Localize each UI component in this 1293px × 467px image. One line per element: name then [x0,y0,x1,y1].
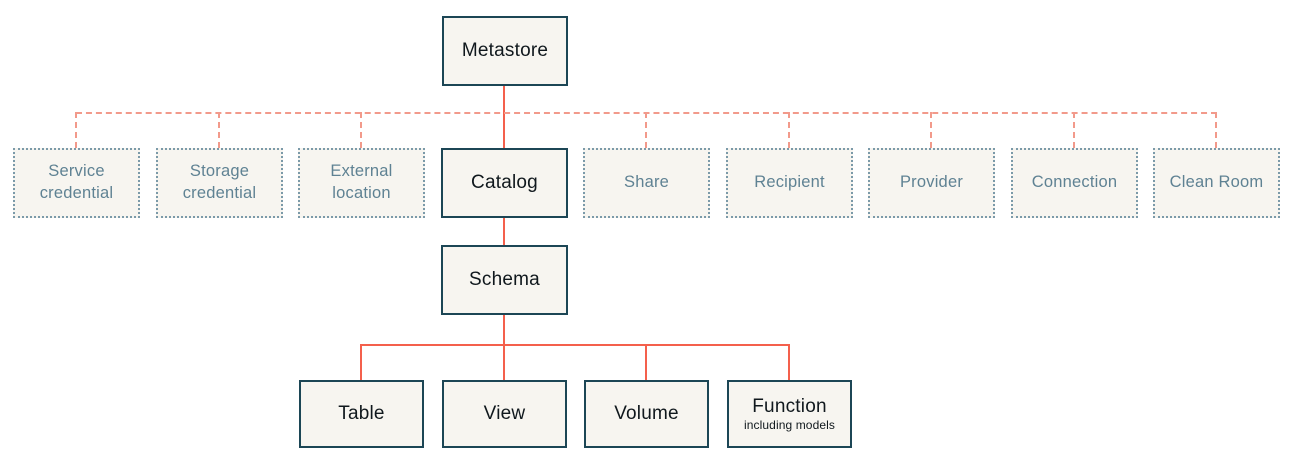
node-catalog-label: Catalog [471,172,538,193]
node-connection-label: Connection [1031,173,1118,192]
connector-drop-service-credential [75,112,77,148]
connector-drop-provider [930,112,932,148]
node-provider-label: Provider [899,173,964,192]
node-service-credential: Service credential [13,148,140,218]
node-function-note: including models [744,417,835,432]
node-storage-credential: Storage credential [156,148,283,218]
node-recipient-label: Recipient [754,173,825,192]
node-table: Table [299,380,424,448]
node-schema-label: Schema [469,269,540,290]
connector-schema-children [503,315,505,380]
connector-drop-share [645,112,647,148]
node-service-credential-label: Service credential [39,162,114,202]
node-external-location-label: External location [330,162,393,202]
connector-children-bus [360,344,790,346]
node-external-location: External location [298,148,425,218]
node-provider: Provider [868,148,995,218]
node-function-title: Function [752,395,827,417]
connector-drop-clean-room [1215,112,1217,148]
connector-metastore-catalog [503,86,505,148]
node-connection: Connection [1011,148,1138,218]
node-function-label: Function including models [744,396,835,433]
node-clean-room-label: Clean Room [1169,173,1264,192]
connector-catalog-schema [503,218,505,245]
connector-drop-connection [1073,112,1075,148]
connector-drop-table [360,344,362,380]
node-view: View [442,380,567,448]
node-catalog: Catalog [441,148,568,218]
node-view-label: View [483,403,526,424]
node-storage-credential-label: Storage credential [182,162,257,202]
connector-drop-storage-credential [218,112,220,148]
node-schema: Schema [441,245,568,315]
node-recipient: Recipient [726,148,853,218]
node-volume: Volume [584,380,709,448]
node-metastore-label: Metastore [461,40,549,61]
node-metastore: Metastore [442,16,568,86]
node-function: Function including models [727,380,852,448]
node-clean-room: Clean Room [1153,148,1280,218]
node-volume-label: Volume [614,403,679,424]
connector-drop-function [788,344,790,380]
node-share-label: Share [623,173,670,192]
node-share: Share [583,148,710,218]
connector-drop-volume [645,344,647,380]
node-table-label: Table [338,403,385,424]
connector-drop-recipient [788,112,790,148]
connector-drop-external-location [360,112,362,148]
